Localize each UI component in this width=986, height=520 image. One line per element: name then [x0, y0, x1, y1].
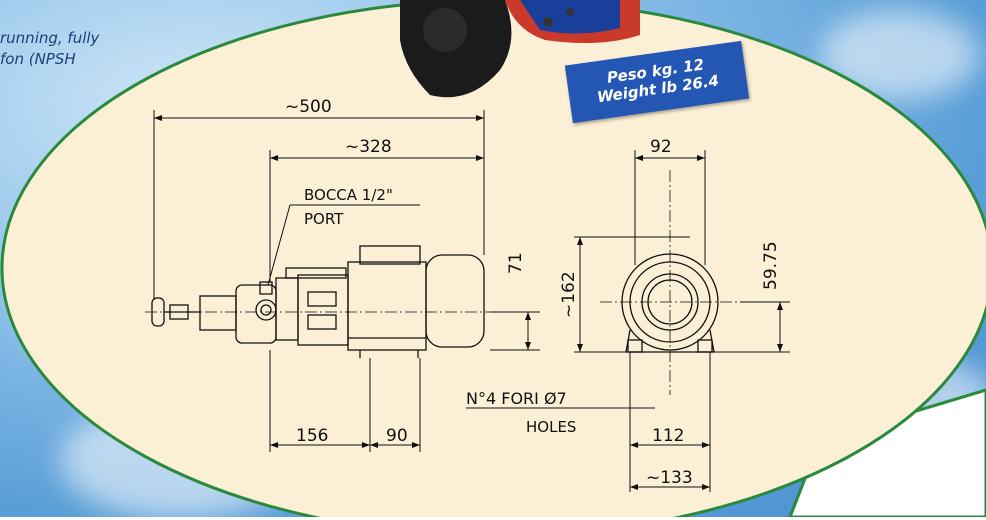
port-label-it: BOCCA 1/2" — [304, 186, 393, 204]
holes-label-it: N°4 FORI Ø7 — [466, 389, 567, 408]
holes-label-en: HOLES — [526, 418, 576, 436]
intro-text: running, fully fon (NPSH — [0, 28, 99, 70]
intro-line-2: fon (NPSH — [0, 50, 76, 68]
corner-panel — [788, 388, 986, 517]
dim-base-length-2: 90 — [386, 426, 408, 446]
dim-height-total: ~162 — [559, 271, 579, 318]
dim-base-length-1: 156 — [296, 426, 328, 446]
dimension-lines — [153, 110, 790, 492]
dim-foot-width: ~133 — [646, 468, 693, 488]
dim-foot-spacing: 112 — [652, 426, 684, 446]
port-label-en: PORT — [304, 210, 344, 228]
arrowheads — [154, 115, 783, 490]
dim-shaft-height: 59.75 — [761, 241, 781, 290]
dim-width-top: 92 — [650, 137, 672, 157]
pump-photo — [400, 0, 640, 98]
dim-height-motor: 71 — [506, 252, 526, 274]
intro-line-1: running, fully — [0, 29, 100, 47]
dim-overall-length: ~500 — [285, 97, 332, 117]
dim-body-length: ~328 — [345, 137, 392, 157]
